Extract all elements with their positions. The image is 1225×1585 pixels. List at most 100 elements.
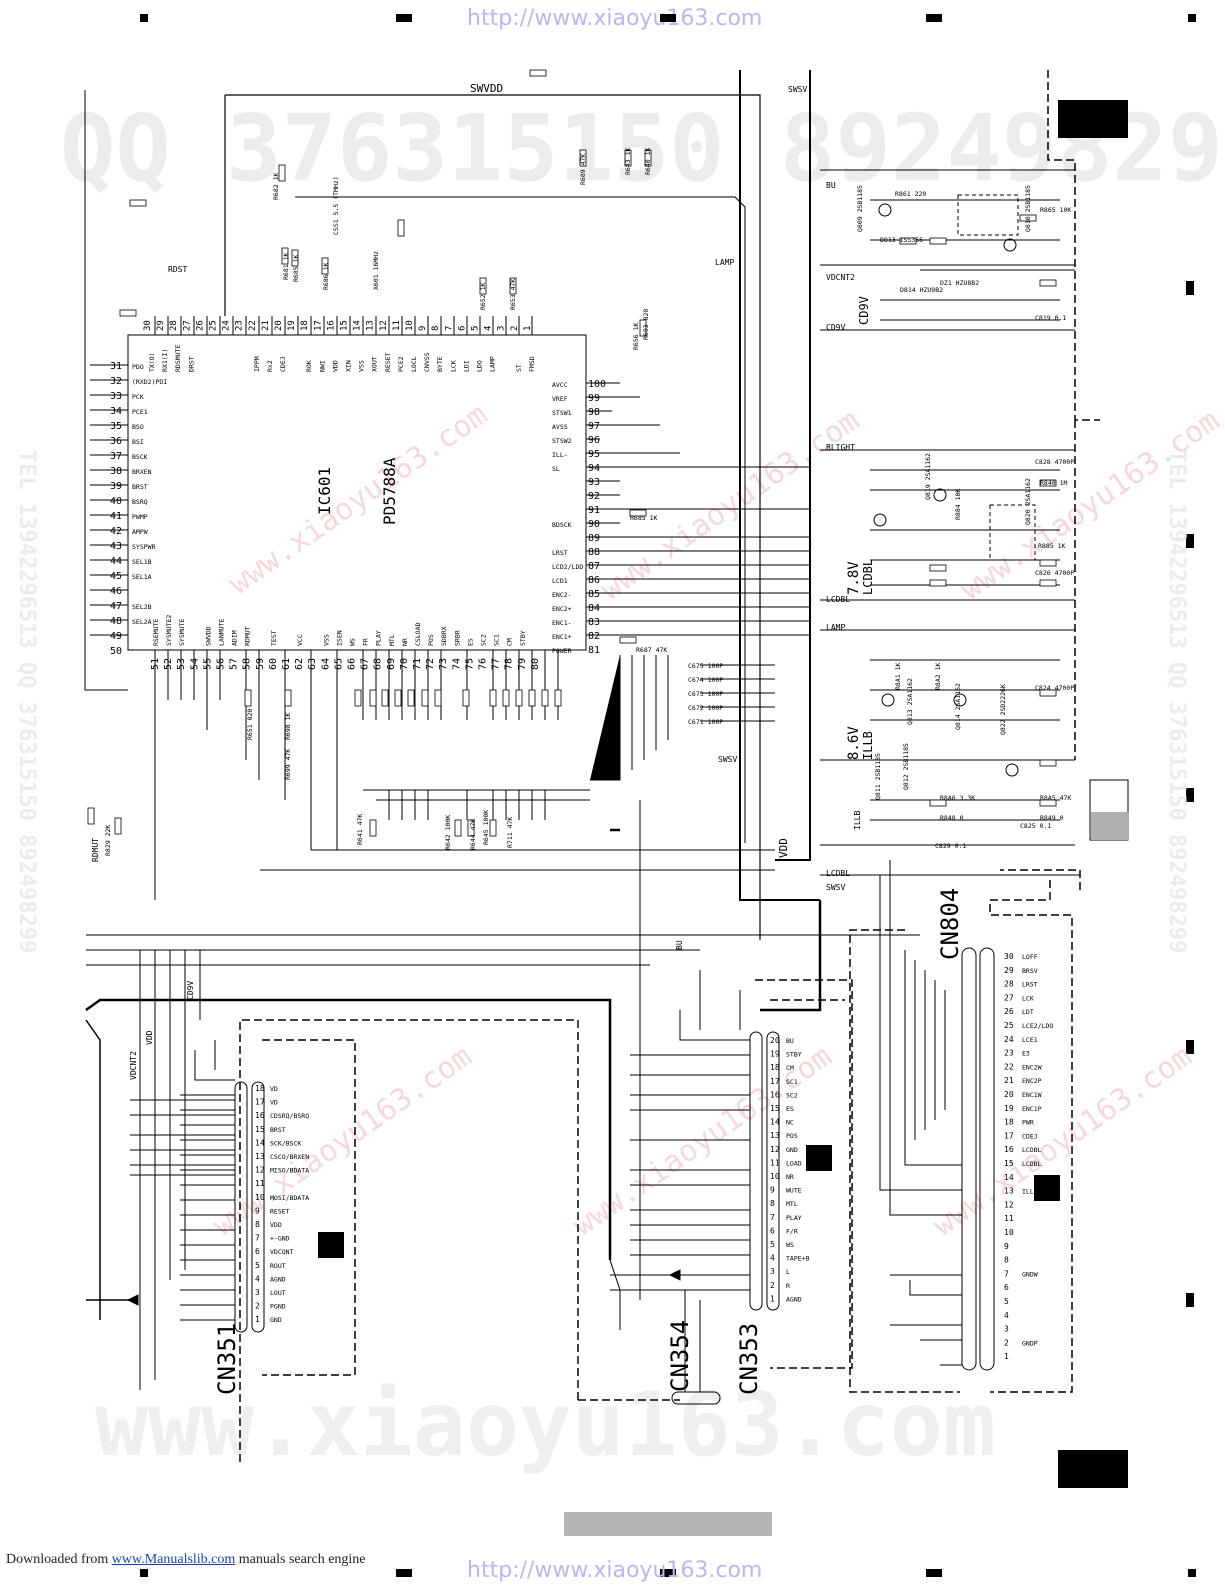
resistor-label: R8A1 1K — [894, 663, 902, 690]
connector-pin-name: ENC2W — [1022, 1063, 1042, 1071]
ic-pin-name: ROK — [305, 360, 313, 372]
connector-pin-number: 13 — [255, 1152, 265, 1161]
ic-pin-name: SL — [552, 465, 560, 473]
resistor-label: R644 47K — [469, 819, 477, 850]
ic-pin-number: 26 — [195, 320, 205, 331]
ic-pin-name: BDSCK — [552, 521, 572, 529]
resistor-label: R653 47K — [509, 279, 517, 310]
net-86v: 8.6V — [846, 726, 862, 760]
connector-pin-number: 7 — [1004, 1269, 1009, 1278]
ic-pin-number: 32 — [110, 376, 122, 387]
reg-mark — [926, 14, 942, 22]
connector-pin-name: AGND — [786, 1295, 802, 1303]
resistor-label: R8A6 3.3K — [940, 794, 975, 802]
net-vdcnt2: VDCNT2 — [826, 273, 855, 282]
ic-pin-number: 45 — [110, 571, 122, 582]
ic-pin-name: VCC — [296, 634, 304, 646]
cn804-right-strip — [979, 947, 995, 1371]
ic-pin-number: 47 — [110, 601, 122, 612]
ic-pin-name: LDO — [476, 360, 484, 372]
ic-top-leads — [154, 316, 533, 335]
watermark-domain-diag: www.xiaoyu163.com — [927, 1039, 1199, 1244]
ic-pin-number: 60 — [268, 658, 279, 670]
connector-pin-number: 7 — [770, 1213, 775, 1222]
ic-pin-name: VSS — [358, 360, 366, 372]
resistor-label: R848 0 — [940, 814, 964, 822]
ic-pin-name: AVSS — [552, 423, 568, 431]
capacitor-label: C828 4700P — [1035, 458, 1074, 466]
header-url[interactable]: http://www.xiaoyu163.com — [467, 6, 763, 31]
connector-pin-name: ILLB — [1022, 1188, 1038, 1196]
ic-pin-number: 49 — [110, 631, 122, 642]
connector-pin-name: WS — [786, 1241, 794, 1249]
ic-pin-number: 12 — [379, 320, 389, 331]
ic-pin-number: 83 — [588, 617, 600, 628]
ic-pin-number: 76 — [478, 658, 489, 670]
connector-pin-number: 2 — [1004, 1338, 1009, 1347]
connector-pin-number: 8 — [255, 1220, 260, 1229]
connector-pin-number: 12 — [255, 1166, 265, 1175]
capacitor-label: C673 100P — [688, 690, 723, 698]
ic-pin-number: 54 — [189, 658, 200, 670]
q810-box — [957, 194, 1019, 236]
reg-mark — [140, 14, 148, 22]
ic-pin-number: 89 — [588, 533, 600, 544]
page-number-bar — [564, 1512, 772, 1536]
connector-pin-number: 3 — [255, 1288, 260, 1297]
connector-pin-number: 19 — [770, 1050, 780, 1059]
ic-pin-number: 41 — [110, 511, 122, 522]
connector-pin-name: VD — [270, 1099, 278, 1107]
ic-pin-number: 58 — [242, 658, 253, 670]
side-mark — [1186, 534, 1194, 548]
transistor-label: Q819 2SA1162 — [924, 453, 932, 500]
connector-pin-number: 10 — [255, 1193, 265, 1202]
diode-label: DZ1 HZU8B2 — [940, 279, 979, 287]
resistor-label: R8A2 1K — [934, 663, 942, 690]
connector-pin-number: 14 — [1004, 1173, 1014, 1182]
resistor-label: R682 1K — [272, 173, 280, 200]
resistor-label: R656 1K — [632, 323, 640, 350]
ic-pin-number: 48 — [110, 616, 122, 627]
ic-pin-number: 9 — [418, 326, 428, 331]
connector-pin-name: CDSRQ/BSRQ — [270, 1112, 309, 1120]
ic-pin-number: 15 — [340, 320, 350, 331]
ic-pin-number: 17 — [313, 320, 323, 331]
footer-link[interactable]: www.Manualslib.com — [111, 1552, 236, 1567]
ic-pin-name: MTL — [388, 634, 396, 646]
ic-pin-number: 57 — [229, 658, 240, 670]
connector-pin-name: LOFF — [1022, 953, 1038, 961]
ic-pin-number: 62 — [294, 658, 305, 670]
reg-mark — [926, 1569, 942, 1577]
connector-pin-number: 5 — [1004, 1297, 1009, 1306]
capacitor-label: C674 100P — [688, 676, 723, 684]
ic-pin-name: POWER — [552, 647, 572, 655]
watermark-layer: QQ 376315150 892498299 www.xiaoyu163.com… — [14, 95, 1225, 1476]
resistor-label: R711 47K — [506, 817, 514, 848]
net-78v: 7.8V — [846, 561, 862, 595]
ic-pin-name: BSCK — [132, 453, 148, 461]
footer-url[interactable]: http://www.xiaoyu163.com — [467, 1558, 763, 1583]
connector-pin-number: 19 — [1004, 1104, 1014, 1113]
connector-pin-name: BRSV — [1022, 967, 1038, 975]
connector-pin-name: VDD — [270, 1221, 282, 1229]
transistor-label: Q820 2SA1162 — [1024, 478, 1032, 525]
ic-pin-number: 74 — [451, 658, 462, 670]
cn353-left-strip — [749, 1031, 763, 1311]
resistor-label: R681 1K — [282, 253, 290, 280]
ic-left-leads — [84, 90, 128, 691]
ic-pin-number: 93 — [588, 477, 600, 488]
ic-pin-name: ST — [515, 364, 523, 372]
connector-pin-number: 14 — [255, 1138, 265, 1147]
side-mark — [1186, 281, 1194, 295]
net-illb: ILLB — [861, 731, 875, 760]
ic-pin-name: STSW1 — [552, 409, 572, 417]
ic-pin-number: 18 — [300, 320, 310, 331]
ic-pin-number: 82 — [588, 631, 600, 642]
ic-pin-name: NR — [401, 638, 409, 646]
ic-pin-number: 37 — [110, 451, 122, 462]
transistor-label: Q809 2SB1185 — [856, 185, 864, 232]
